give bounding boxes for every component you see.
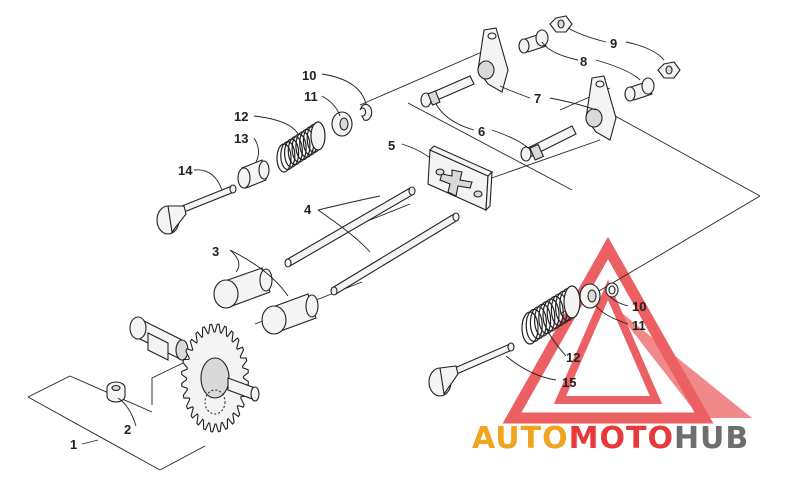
callout-6: 6: [478, 124, 485, 139]
callout-13: 13: [234, 131, 248, 146]
callout-labels: 1 2 3 4 5 6 7 8 9 10 11 12 13 14 10 11 1…: [70, 36, 646, 452]
camshaft-gear: [129, 316, 260, 433]
keeper-lower: [605, 282, 619, 298]
callout-9: 9: [610, 36, 617, 51]
callout-10-lower: 10: [632, 299, 646, 314]
tappet-lower: [261, 293, 319, 335]
rocker-stud-lower: [520, 125, 577, 162]
nut-lower: [657, 61, 681, 79]
leader-lines: [81, 27, 665, 445]
callout-4: 4: [304, 202, 312, 217]
tappet-upper: [213, 267, 273, 309]
callout-2: 2: [124, 422, 131, 437]
watermark-moto: MOTO: [569, 421, 674, 456]
rocker-stud-upper: [420, 75, 475, 108]
adjuster-upper: [518, 29, 549, 54]
retainer-lower: [579, 283, 601, 309]
watermark-logo-text: AUTOMOTOHUB: [472, 421, 749, 456]
callout-14: 14: [178, 163, 193, 178]
callout-5: 5: [388, 138, 395, 153]
assembly-guide-lines: [27, 51, 761, 471]
rocker-arm-lower: [585, 75, 617, 141]
rocker-arm-upper: [477, 27, 509, 93]
callout-12-lower: 12: [566, 350, 580, 365]
callout-11-lower: 11: [632, 318, 646, 333]
watermark-word: AUTOMOTOHUB: [472, 421, 749, 456]
nut-upper: [549, 15, 573, 33]
push-rod-upper: [284, 186, 416, 268]
watermark-logo-triangle: [502, 236, 752, 424]
valve-upper: [156, 184, 237, 235]
push-rod-lower: [330, 212, 460, 296]
callout-10-upper: 10: [302, 68, 316, 83]
keeper-upper: [359, 103, 373, 121]
callout-1: 1: [70, 437, 77, 452]
watermark-auto: AUTO: [472, 421, 569, 456]
watermark-hub: HUB: [674, 421, 749, 456]
callout-7: 7: [534, 91, 541, 106]
gear-wheel: [181, 323, 249, 433]
valve-lower: [428, 342, 515, 397]
retainer-upper: [331, 111, 353, 137]
callout-12-upper: 12: [234, 109, 248, 124]
adjuster-lower: [624, 77, 655, 102]
valve-seal: [237, 159, 270, 189]
callout-3: 3: [212, 244, 219, 259]
valve-spring-lower: [521, 285, 581, 345]
bushing-part-2: [106, 381, 126, 403]
callout-8: 8: [580, 54, 587, 69]
guide-plate: [427, 145, 493, 212]
callout-15: 15: [562, 375, 576, 390]
callout-11-upper: 11: [304, 89, 318, 104]
valve-spring-upper: [276, 121, 326, 173]
